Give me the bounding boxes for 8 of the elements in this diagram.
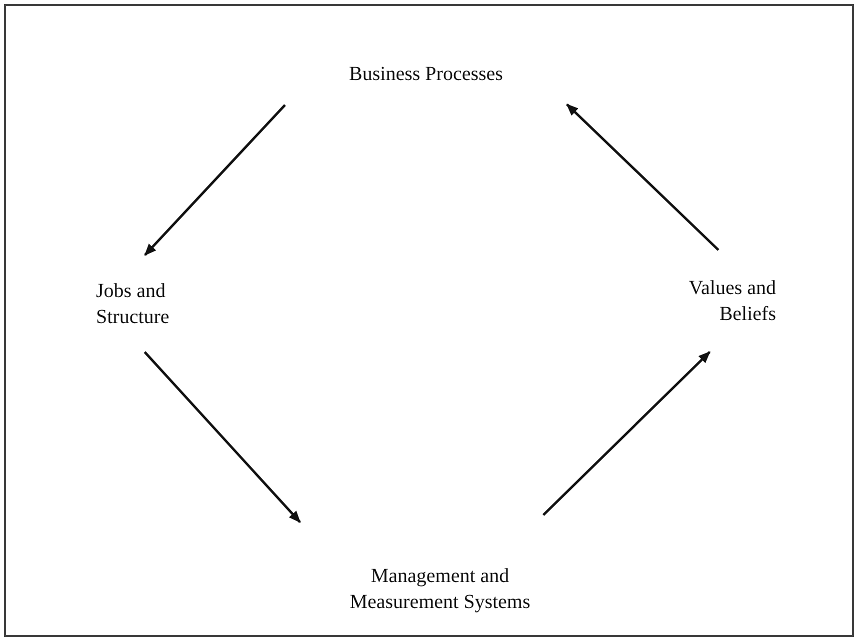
arrow [144, 104, 286, 256]
node-label: Values and Beliefs [688, 276, 776, 327]
node-label: Business Processes [348, 62, 504, 87]
arrow [566, 104, 720, 251]
node-label: Management and Measurement Systems [348, 564, 532, 615]
node-label: Jobs and Structure [96, 278, 170, 330]
arrow [144, 351, 301, 523]
arrow [542, 351, 711, 516]
